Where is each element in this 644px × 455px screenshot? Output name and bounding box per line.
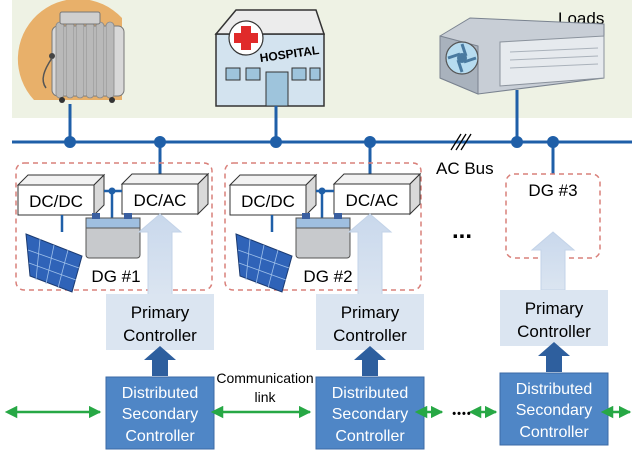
communication-link-label-line2: link <box>254 389 276 405</box>
bus-phase-marker <box>450 133 472 151</box>
dg-2-label: DG #2 <box>303 267 352 286</box>
dg-2-battery-icon <box>295 213 351 259</box>
dg-1-label: DG #1 <box>91 267 140 286</box>
secondary-controller-1-line2: Secondary <box>122 406 199 423</box>
dg-bus-connections <box>154 136 559 174</box>
dg-1-dcac-label: DC/AC <box>134 191 187 210</box>
dg-1-battery-icon <box>85 213 141 259</box>
primary-controller-1: Primary Controller <box>106 294 214 350</box>
dg-unit-1: DC/DC DC/AC DG #1 <box>15 162 213 293</box>
dg-unit-2: DC/DC DC/AC DG #2 <box>224 162 422 293</box>
dg-1-dcdc-converter <box>17 184 95 216</box>
primary-controller-1-line1: Primary <box>131 303 190 322</box>
load-connections <box>64 90 523 148</box>
secondary-controller-3: Distributed Secondary Controller <box>499 372 609 446</box>
dg-2-dcac-label: DC/AC <box>346 191 399 210</box>
secondary-controller-1-box <box>105 376 215 450</box>
primary-controller-1-box <box>106 294 214 350</box>
primary-controller-1-line2: Controller <box>123 326 197 345</box>
secondary-controller-1-line3: Controller <box>125 428 195 445</box>
secondary-controller-2-line3: Controller <box>335 428 405 445</box>
primary-controller-3: Primary Controller <box>500 290 608 346</box>
dg-2-dcac-inverter <box>333 183 411 215</box>
ac-bus-label: AC Bus <box>436 159 494 178</box>
secondary-controller-2-line2: Secondary <box>332 406 409 423</box>
secondary-controller-2-line1: Distributed <box>332 385 408 402</box>
secondary-controller-3-line3: Controller <box>519 424 589 441</box>
dg-1-dcac-inverter <box>121 183 199 215</box>
secondary-controller-1-line1: Distributed <box>122 385 198 402</box>
secondary-controller-2: Distributed Secondary Controller <box>315 376 425 450</box>
secondary-controller-3-line1: Distributed <box>516 381 592 398</box>
comm-ellipsis: • • • • <box>452 408 471 420</box>
secondary-controller-1: Distributed Secondary Controller <box>105 376 215 450</box>
primary-controller-2-line2: Controller <box>333 326 407 345</box>
dg-2-boundary <box>224 162 422 291</box>
secondary-controller-3-line2: Secondary <box>516 402 593 419</box>
secondary-controller-2-box <box>315 376 425 450</box>
primary-controller-2-line1: Primary <box>341 303 400 322</box>
primary-controller-3-line2: Controller <box>517 322 591 341</box>
dg-2-dcdc-label: DC/DC <box>241 192 295 211</box>
primary-controller-2-box <box>316 294 424 350</box>
dg-1-dcdc-label: DC/DC <box>29 192 83 211</box>
primary-controller-3-line1: Primary <box>525 299 584 318</box>
dg-2-dcdc-converter <box>229 184 307 216</box>
primary-controller-2: Primary Controller <box>316 294 424 350</box>
dg-3-label: DG #3 <box>528 181 577 200</box>
air-conditioner-load-icon <box>439 17 605 95</box>
primary-to-dg-arrows <box>137 213 576 297</box>
communication-link-label-line1: Communication <box>216 370 313 386</box>
hospital-load-icon: HOSPITAL <box>214 9 326 107</box>
dg-1-boundary <box>15 162 213 291</box>
heater-load-icon <box>17 0 125 103</box>
secondary-controller-3-box <box>499 372 609 446</box>
secondary-to-primary-arrows <box>144 342 570 376</box>
primary-controller-3-box <box>500 290 608 346</box>
more-units-ellipsis: ... <box>452 217 472 244</box>
dg-2-solar-panel-icon <box>235 233 293 293</box>
dg-1-solar-panel-icon <box>25 233 83 293</box>
